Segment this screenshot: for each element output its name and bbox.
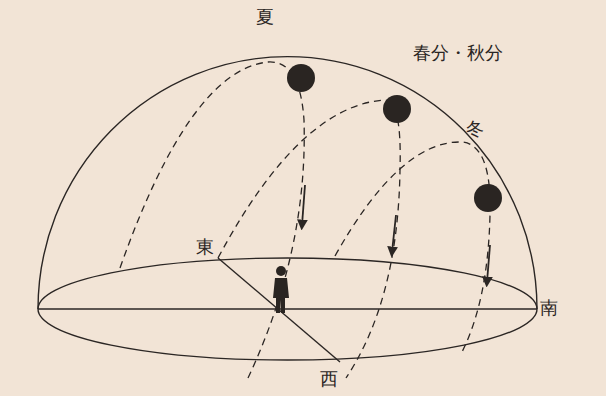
- direction-label: 春分・秋分: [413, 44, 503, 64]
- east-west-line: [218, 258, 340, 362]
- sun: [287, 64, 315, 92]
- direction-label: 夏: [256, 8, 274, 28]
- summer-path: [120, 62, 304, 378]
- sun: [383, 95, 411, 123]
- horizon-ellipse: [38, 258, 537, 360]
- observer-figure: [273, 266, 289, 313]
- sun: [474, 184, 502, 212]
- direction-label: 東: [196, 238, 214, 258]
- equinox-path: [218, 100, 400, 378]
- motion-arrow: [302, 185, 305, 225]
- winter-path: [335, 142, 490, 352]
- north-south-line: [38, 308, 537, 309]
- motion-arrow: [487, 245, 490, 282]
- direction-label: 南: [540, 299, 558, 319]
- motion-arrow: [392, 215, 396, 252]
- direction-label: 西: [320, 370, 338, 390]
- direction-label: 冬: [466, 120, 484, 140]
